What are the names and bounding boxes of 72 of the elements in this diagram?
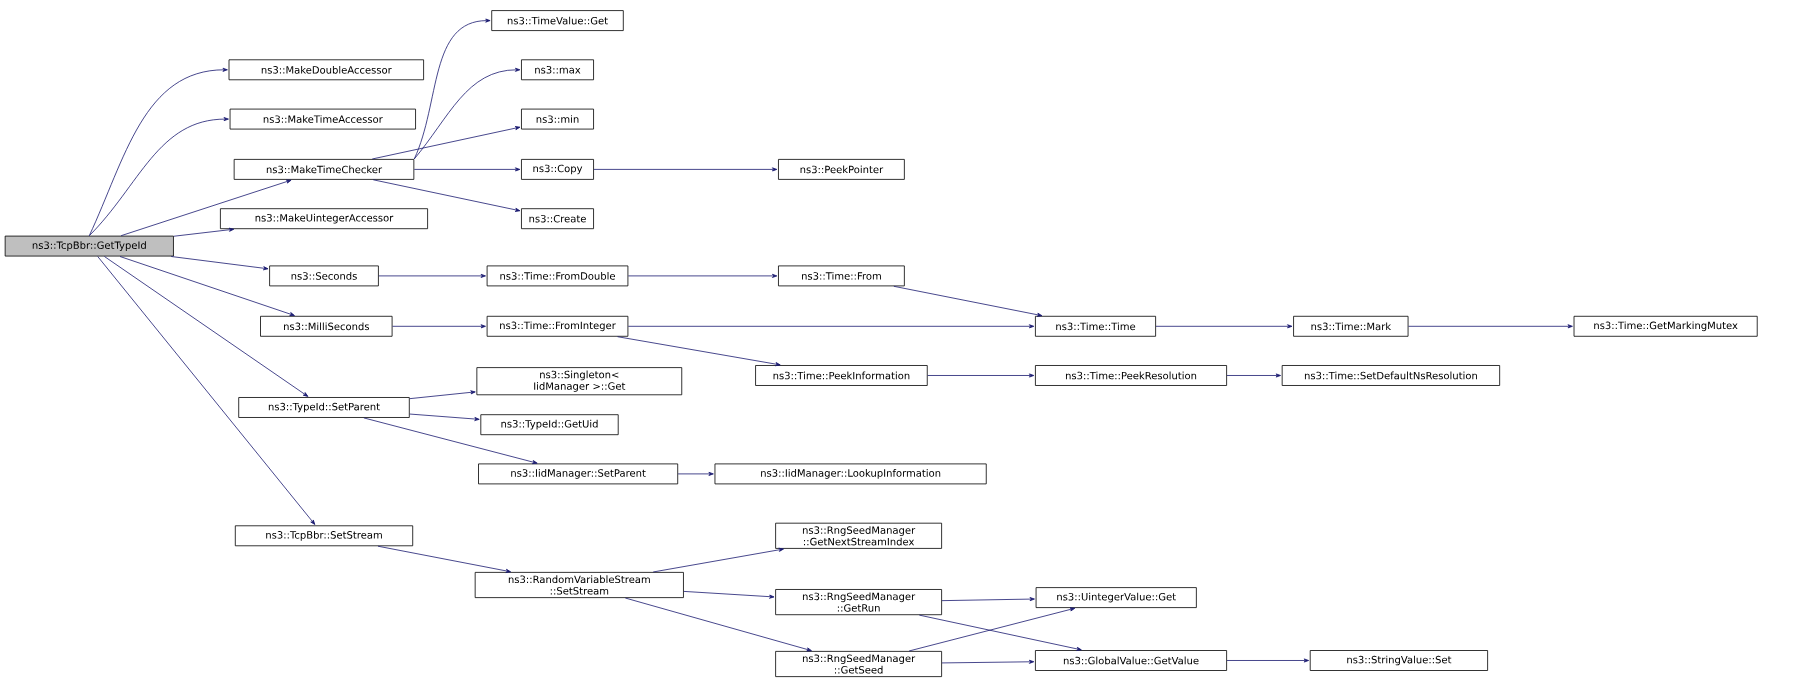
arrow: [371, 126, 521, 160]
arrow: [1155, 324, 1293, 329]
function-box: ns3::UintegerValue::Get: [1035, 587, 1197, 608]
arrow: [627, 273, 778, 278]
function-box: ns3::TypeId::SetParent: [238, 397, 410, 418]
function-box: ns3::TcpBbr::SetStream: [234, 525, 414, 547]
arrow: [173, 227, 235, 237]
arrow: [941, 597, 1035, 602]
arrow: [392, 324, 486, 329]
arrow: [88, 117, 229, 237]
function-box: ns3::Time::PeekResolution: [1035, 365, 1227, 386]
function-box: ns3::Time::FromDouble: [486, 265, 629, 287]
arrow: [409, 413, 480, 421]
function-box: ns3::Copy: [521, 159, 594, 180]
arrow: [941, 659, 1035, 664]
arrow: [593, 167, 778, 172]
arrow: [927, 373, 1035, 378]
function-box: ns3::RandomVariableStream ::SetStream: [474, 572, 684, 598]
function-box: ns3::MilliSeconds: [260, 315, 393, 337]
arrow: [377, 545, 511, 573]
function-box: ns3::Create: [521, 208, 594, 230]
arrow: [652, 547, 784, 573]
function-box: ns3::Seconds: [269, 265, 379, 287]
function-box: ns3::RngSeedManager ::GetRun: [775, 589, 942, 616]
arrow: [624, 597, 812, 652]
arrow: [1226, 658, 1310, 663]
function-box: ns3::TimeValue::Get: [491, 10, 624, 31]
arrow: [378, 273, 486, 278]
arrow: [104, 256, 309, 397]
function-box: ns3::Time::SetDefaultNsResolution: [1281, 365, 1501, 386]
arrow: [372, 179, 521, 212]
arrow: [409, 390, 476, 400]
arrow: [363, 417, 538, 464]
function-box: ns3::Time::From: [778, 265, 905, 287]
function-box: ns3::MakeDoubleAccessor: [228, 59, 424, 81]
function-box: ns3::MakeTimeChecker: [233, 159, 415, 180]
arrow: [413, 167, 521, 172]
function-box: ns3::max: [521, 59, 594, 81]
arrow: [1226, 373, 1281, 378]
function-box: ns3::Singleton< IidManager >::Get: [476, 367, 683, 396]
arrow: [908, 607, 1076, 652]
arrow: [627, 324, 1035, 329]
function-box: ns3::Time::Time: [1035, 315, 1156, 337]
function-box: ns3::PeekPointer: [778, 159, 905, 180]
function-box: ns3::Time::GetMarkingMutex: [1573, 315, 1758, 337]
arrow: [918, 614, 1082, 651]
function-box: ns3::Time::FromInteger: [486, 315, 629, 337]
function-box: ns3::RngSeedManager ::GetSeed: [775, 651, 942, 677]
arrow: [1408, 324, 1573, 329]
arrow: [413, 18, 491, 160]
function-box: ns3::RngSeedManager ::GetNextStreamIndex: [775, 522, 942, 549]
function-box: ns3::MakeTimeAccessor: [229, 108, 416, 130]
arrow: [617, 336, 781, 367]
function-box: ns3::TypeId::GetUid: [480, 414, 619, 436]
function-box: ns3::IidManager::SetParent: [478, 463, 679, 485]
function-box: ns3::IidManager::LookupInformation: [714, 463, 987, 485]
function-box: ns3::Time::PeekInformation: [755, 365, 928, 386]
function-box: ns3::TcpBbr::GetTypeId: [4, 235, 174, 257]
function-box: ns3::StringValue::Set: [1309, 650, 1488, 671]
arrow: [893, 285, 1043, 317]
function-box: ns3::MakeUintegerAccessor: [220, 208, 428, 230]
function-box: ns3::GlobalValue::GetValue: [1035, 650, 1227, 671]
arrow: [683, 591, 775, 599]
function-box: ns3::Time::Mark: [1293, 315, 1409, 337]
function-box: ns3::min: [521, 108, 594, 130]
arrow: [120, 179, 292, 237]
arrow: [88, 67, 228, 237]
arrow: [119, 256, 295, 316]
arrow: [97, 256, 316, 525]
arrow: [413, 67, 521, 160]
arrow: [677, 471, 714, 476]
arrow: [170, 256, 269, 271]
